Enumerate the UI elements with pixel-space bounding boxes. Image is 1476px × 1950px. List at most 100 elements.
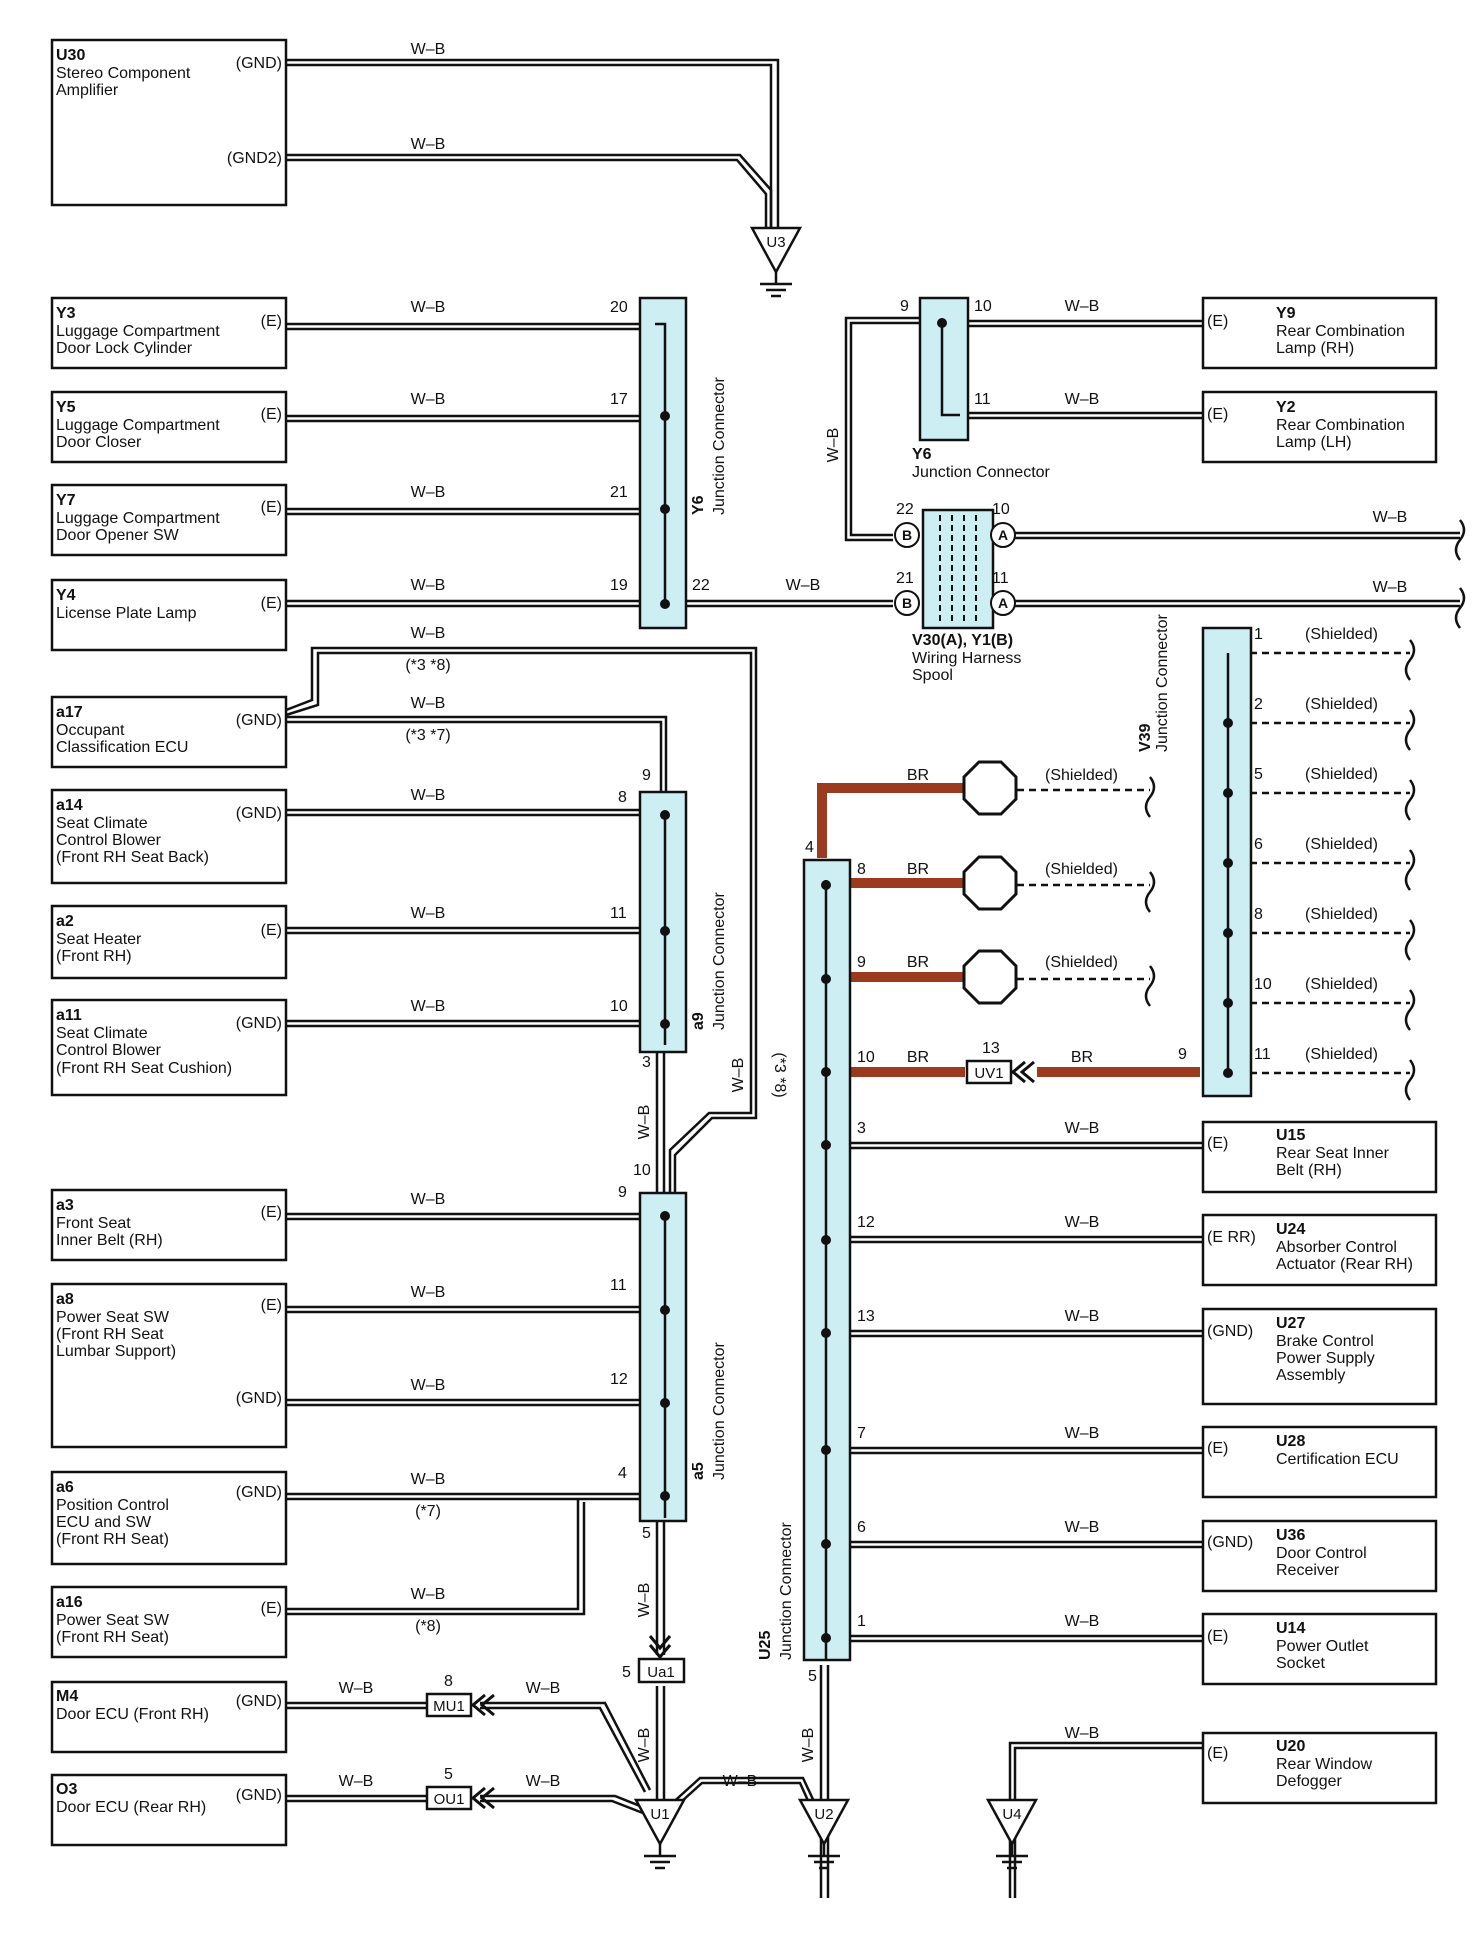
junction-spool: [921, 508, 995, 630]
terminal-label: (E RR): [1207, 1229, 1256, 1246]
junction-dots: [660, 318, 1233, 1643]
component-name: ECU and SW: [56, 1514, 152, 1531]
pin-number: 10: [974, 298, 992, 315]
wire-label: W–B: [1065, 1725, 1100, 1742]
wire-label: W–B: [1373, 579, 1408, 596]
shield-icon: [962, 760, 1018, 816]
pin-number: 5: [622, 1664, 631, 1681]
component-a11: [50, 998, 288, 1097]
wire-label: BR: [907, 767, 929, 784]
pin-number: 12: [857, 1214, 875, 1231]
component-id: U36: [1276, 1527, 1305, 1544]
wire-label: W–B: [411, 1377, 446, 1394]
component-name: (Front RH): [56, 948, 132, 965]
wire-label: W–B: [411, 484, 446, 501]
component-name: Power Seat SW: [56, 1309, 170, 1326]
component-id: U30: [56, 47, 85, 64]
left-components: [50, 38, 288, 1847]
component-name: Luggage Compartment: [56, 417, 220, 434]
shield-label: (Shielded): [1305, 976, 1378, 993]
component-id: a8: [56, 1291, 74, 1308]
junction-type: Junction Connector: [778, 1521, 795, 1660]
junction-a9: [638, 790, 688, 1054]
inline-connectors: [425, 1059, 1013, 1811]
pin-number: 17: [610, 391, 628, 408]
component-U14: [1201, 1612, 1438, 1686]
wire-label: W–B: [411, 905, 446, 922]
pin-number: 11: [992, 570, 1009, 587]
wire-label: W–B: [526, 1680, 561, 1697]
component-id: U20: [1276, 1738, 1305, 1755]
component-name: Power Seat SW: [56, 1612, 170, 1629]
component-id: Y3: [56, 305, 76, 322]
wire-label-vertical: W–B: [825, 428, 842, 463]
component-Y3: [50, 296, 288, 370]
note-label: (*3 *7): [405, 727, 450, 744]
pin-number: 9: [1178, 1046, 1187, 1063]
right-components: [1201, 296, 1438, 1805]
wire-label-vertical: W–B: [636, 1105, 653, 1140]
pin-number: 6: [1254, 836, 1263, 853]
pin-numbers: 20 17 21 19 22 9 10 11 22 10 21 11 1 2 5…: [444, 298, 1272, 1783]
junction-labels: Y6 Junction Connector Y6 Junction Connec…: [690, 376, 1171, 1660]
junction-id: V30(A), Y1(B): [912, 632, 1013, 649]
component-name: Power Supply: [1276, 1350, 1375, 1367]
component-name: Rear Combination: [1276, 417, 1405, 434]
component-name: Actuator (Rear RH): [1276, 1256, 1413, 1273]
note-label: (*7): [415, 1503, 441, 1520]
shield-label: (Shielded): [1045, 861, 1118, 878]
component-id: a11: [56, 1007, 82, 1024]
component-name: Amplifier: [56, 82, 119, 99]
wire-label: BR: [907, 861, 929, 878]
terminal-label: (GND): [236, 1787, 282, 1804]
pin-number: 10: [633, 1162, 651, 1179]
component-Y5: [50, 390, 288, 464]
component-id: O3: [56, 1781, 77, 1798]
junction-type: Junction Connector: [912, 464, 1051, 481]
component-name: Seat Climate: [56, 815, 148, 832]
terminal-label: (GND): [1207, 1534, 1253, 1551]
component-name: Stereo Component: [56, 65, 191, 82]
note-label-vertical: (*3 *8): [771, 1052, 788, 1097]
component-Y7: [50, 483, 288, 557]
component-name: Door Opener SW: [56, 527, 180, 544]
wire-label: W–B: [411, 299, 446, 316]
component-name: Defogger: [1276, 1773, 1342, 1790]
terminal-label: (GND): [236, 1484, 282, 1501]
pin-number: 13: [857, 1308, 875, 1325]
wire-label-vertical: W–B: [800, 1728, 817, 1763]
pin-number: 10: [1254, 976, 1272, 993]
connector-label-MU1: MU1: [433, 1698, 465, 1715]
component-name: (Front RH Seat): [56, 1629, 169, 1646]
pin-number: 8: [444, 1673, 453, 1690]
pin-number: 1: [1254, 626, 1263, 643]
wire-label-vertical: W–B: [636, 1583, 653, 1618]
pin-number: 5: [642, 1525, 651, 1542]
pin-number: 1: [857, 1613, 866, 1630]
component-O3: [50, 1773, 288, 1847]
wire-label: W–B: [411, 1471, 446, 1488]
wire-label: W–B: [411, 136, 446, 153]
wire-label: W–B: [1065, 1120, 1100, 1137]
component-name: Lamp (RH): [1276, 340, 1354, 357]
pin-number: 6: [857, 1519, 866, 1536]
pin-number: 10: [992, 501, 1010, 518]
component-name: Socket: [1276, 1655, 1325, 1672]
pin-number: 22: [692, 577, 710, 594]
component-name: Door ECU (Rear RH): [56, 1799, 206, 1816]
component-id: a2: [56, 913, 74, 930]
component-name: Assembly: [1276, 1367, 1345, 1384]
wire-label-vertical: W–B: [730, 1058, 747, 1093]
component-name: Inner Belt (RH): [56, 1232, 163, 1249]
pin-number: 5: [1254, 766, 1263, 783]
wire-label: W–B: [1373, 509, 1408, 526]
component-id: Y2: [1276, 399, 1296, 416]
terminal-label: (E): [261, 313, 282, 330]
component-name: Lamp (LH): [1276, 434, 1352, 451]
component-a8: [50, 1282, 288, 1449]
component-id: a16: [56, 1594, 83, 1611]
spool-pins: [894, 522, 1016, 616]
connector-label-OU1: OU1: [434, 1791, 465, 1808]
pin-number: 11: [974, 391, 991, 408]
junction-type: Wiring Harness: [912, 650, 1021, 667]
